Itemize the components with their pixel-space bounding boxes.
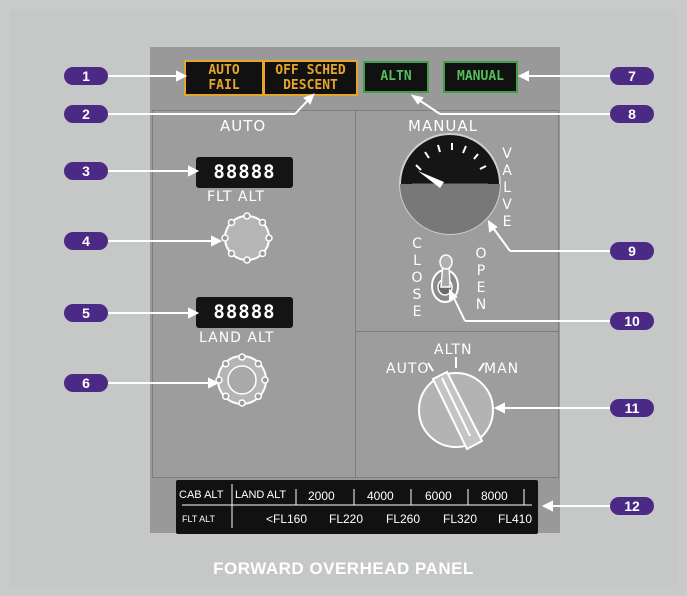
valve-letter: E [502,214,512,230]
callout-3: 3 [64,162,108,180]
open-letter: N [475,297,487,313]
placard-flt-alt-value: FL220 [329,512,364,526]
placard-lines [182,484,532,528]
open-letter: P [476,263,486,279]
placard-land-alt-value: 2000 [308,489,335,503]
manual-section-title: MANUAL [408,117,479,135]
altn-light: ALTN [363,61,429,93]
callout-2: 2 [64,105,108,123]
mode-selector-switch[interactable] [418,357,494,451]
altn-light-label: ALTN [380,69,412,84]
callout-9: 9 [610,242,654,260]
land-alt-display: 88888 [196,297,293,328]
placard-land-alt-value: 8000 [481,489,508,503]
close-letter: E [412,304,422,320]
off-sched-descent-line-1: OFF SCHED [275,63,346,78]
callout-11: 11 [610,399,654,417]
close-letter: L [413,253,421,269]
callout-6: 6 [64,374,108,392]
manual-light: MANUAL [443,61,518,93]
valve-letter: A [502,163,512,179]
close-letter: O [411,270,423,286]
callout-1: 1 [64,67,108,85]
mode-selector-auto-label: AUTO [386,361,430,377]
land-alt-knob[interactable] [215,353,269,407]
panel-caption: FORWARD OVERHEAD PANEL [213,559,474,578]
auto-fail-line-2: FAIL [208,78,240,93]
open-letter: O [475,246,487,262]
callout-leader-lines [106,70,610,512]
placard-flt-alt-value: FL260 [386,512,421,526]
placard-land-alt-value: 4000 [367,489,394,503]
placard-flt-alt-value: FL320 [443,512,478,526]
callout-10: 10 [610,312,654,330]
auto-fail-light: AUTO FAIL [184,60,264,96]
close-letter: S [412,287,422,303]
auto-fail-line-1: AUTO [208,63,240,78]
placard-flt-alt-value: <FL160 [266,512,308,526]
callout-12: 12 [610,497,654,515]
callout-4: 4 [64,232,108,250]
open-letter: E [476,280,486,296]
valve-letter: L [503,180,511,196]
callout-8: 8 [610,105,654,123]
land-alt-label: LAND ALT [199,330,275,346]
placard-flt-alt-value: FL410 [498,512,533,526]
valve-letter: V [502,197,512,213]
valve-position-indicator [399,133,501,235]
off-sched-descent-line-2: DESCENT [283,78,338,93]
placard-land-alt: LAND ALT [235,489,287,501]
placard-cab-alt: CAB ALT [179,489,224,501]
placard-flt-alt: FLT ALT [182,514,216,524]
placard-land-alt-value: 6000 [425,489,452,503]
auto-section-title: AUTO [220,117,267,135]
flt-alt-knob[interactable] [221,212,273,264]
flt-alt-display: 88888 [196,157,293,188]
flt-alt-label: FLT ALT [207,189,265,205]
cabin-altitude-placard: CAB ALT FLT ALT LAND ALT 2000 4000 6000 … [176,480,538,534]
callout-5: 5 [64,304,108,322]
pressurization-panel [150,47,560,533]
mode-selector-man-label: MAN [484,361,520,377]
close-letter: C [412,236,422,252]
valve-toggle-switch[interactable] [431,254,459,303]
valve-letter: V [502,146,512,162]
callout-7: 7 [610,67,654,85]
manual-light-label: MANUAL [457,69,504,84]
mode-selector-altn-label: ALTN [434,342,473,358]
